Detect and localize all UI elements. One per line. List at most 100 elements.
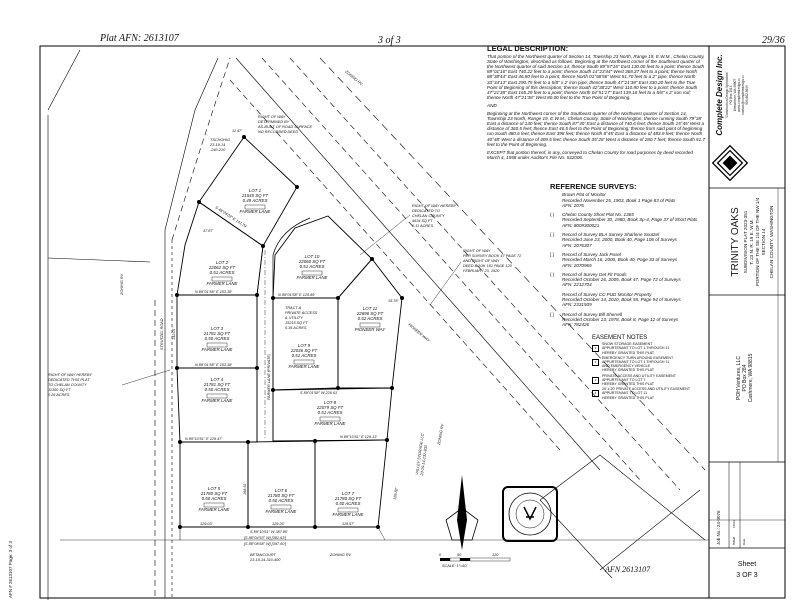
svg-text:PRIVATE ACCESS: PRIVATE ACCESS	[285, 311, 318, 315]
survey-symbol	[550, 192, 562, 208]
survey-recorded: Recorded October 13, 1978, Book 8, Page …	[562, 316, 679, 322]
svg-text:22062 SQ FT: 22062 SQ FT	[208, 265, 236, 270]
svg-text:"Construction Design Specialis: "Construction Design Specialists"	[725, 71, 729, 118]
svg-text:0.49 ACRES: 0.49 ACRES	[243, 198, 268, 203]
svg-text:LOT 11: LOT 11	[363, 306, 378, 311]
survey-recorded: Recorded March 16, 2000, Book 40, Page 3…	[562, 257, 678, 263]
svg-text:129.03': 129.03'	[200, 522, 213, 526]
svg-text:21781 SQ FT: 21781 SQ FT	[203, 331, 231, 336]
reference-survey-item: { } Record of Survey BLA Survey Sharlene…	[550, 232, 708, 248]
svg-text:47.87': 47.87'	[203, 229, 214, 233]
legal-description-title: LEGAL DESCRIPTION:	[487, 44, 569, 53]
svg-text:N 89°01'58" E 153.38': N 89°01'58" E 153.38'	[195, 290, 232, 294]
afn-footer: AFN 2613107	[605, 565, 651, 574]
svg-text:SECTION 14: SECTION 14	[761, 228, 766, 255]
svg-text:22079 SQ FT: 22079 SQ FT	[316, 405, 344, 410]
svg-text:FINAL: FINAL	[732, 519, 736, 528]
svg-text:Cashmere, WA 98815: Cashmere, WA 98815	[748, 353, 754, 402]
survey-name: Record of Survey Bill Sherrell	[562, 311, 622, 317]
svg-text:Date: Date	[742, 538, 746, 545]
survey-name: Brown Plat of Monitor	[562, 192, 606, 198]
svg-text:0.26 ACRES: 0.26 ACRES	[48, 393, 70, 397]
easement-line: HEREBY GRANTED THIS PLAT	[602, 368, 655, 373]
strutzel-road	[47, 49, 231, 600]
svg-text:BETANCOURT: BETANCOURT	[250, 553, 276, 557]
strutzel-road-label: STRUTZEL ROAD	[160, 318, 164, 350]
survey-name: Record of Survey CC PUD Monitor Property	[562, 291, 652, 297]
svg-text:21780 SQ FT: 21780 SQ FT	[200, 491, 228, 496]
svg-text:21545 SQ FT: 21545 SQ FT	[241, 193, 269, 198]
easement-number-box: 1	[592, 345, 599, 353]
north-arrow	[445, 475, 479, 550]
svg-text:0.11 ACRES: 0.11 ACRES	[412, 224, 434, 228]
company-logo	[711, 144, 749, 182]
svg-text:DEDICATED THIS PLAT: DEDICATED THIS PLAT	[48, 378, 90, 382]
plat-afn-header: Plat AFN: 2613107	[100, 33, 179, 44]
farmer-lane-label: FARMER LANE (PRIVATE)	[267, 353, 271, 400]
svg-text:0.35 ACRES: 0.35 ACRES	[285, 326, 307, 330]
easement-line: SNOW STORAGE EASEMENT	[602, 342, 653, 347]
svg-text:PO Box 1914: PO Box 1914	[729, 85, 733, 104]
survey-recorded: Recorded June 23, 2000, Book 40, Page 10…	[562, 237, 677, 243]
survey-recorded: Recorded October 26, 2005, Book 47, Page…	[562, 277, 681, 283]
svg-text:LOT 3: LOT 3	[211, 326, 224, 331]
svg-text:FARMER LANE: FARMER LANE	[333, 512, 364, 517]
svg-text:N 89°10'51" E 129.47': N 89°10'51" E 129.47'	[185, 437, 222, 441]
survey-monuments	[175, 135, 404, 529]
svg-text:PER SURVEY BOOK 47 PAGE 72: PER SURVEY BOOK 47 PAGE 72	[463, 254, 522, 258]
survey-afn: AFN: 2212704	[562, 282, 592, 288]
sheet-label: Sheet	[738, 561, 756, 568]
svg-text:22696 SQ FT: 22696 SQ FT	[356, 311, 384, 316]
svg-text:22036 SQ FT: 22036 SQ FT	[290, 348, 318, 353]
svg-text:FEBRUARY 23, 1920: FEBRUARY 23, 1920	[463, 269, 500, 273]
easement-line: EMERGENCY TURN AROUND EASEMENT	[602, 355, 674, 360]
svg-text:N 89°01'58" E 153.38': N 89°01'58" E 153.38'	[195, 363, 232, 367]
svg-text:POH Ventures, LLC: POH Ventures, LLC	[736, 356, 742, 400]
easement-number-box: 3	[592, 376, 599, 384]
reference-surveys-title: REFERENCE SURVEYS:	[550, 182, 637, 191]
svg-text:LOT 6: LOT 6	[275, 488, 288, 493]
survey-name: Record of Survey Jack Pusel	[562, 251, 621, 257]
svg-text:PO Box 284: PO Box 284	[742, 364, 748, 391]
svg-text:LOT 2: LOT 2	[216, 260, 229, 265]
reference-surveys: REFERENCE SURVEYS: Brown Plat of Monitor…	[550, 182, 708, 332]
easement-line: APPURTENANT TO LOT 7	[602, 377, 646, 382]
svg-text:120: 120	[492, 553, 499, 557]
svg-text:21780 SQ FT: 21780 SQ FT	[334, 496, 362, 501]
survey-afn: AFN: 782426	[562, 322, 590, 328]
svg-text:RIGHT OF WAY HEREBY: RIGHT OF WAY HEREBY	[412, 204, 456, 208]
reference-survey-item: Brown Plat of Monitor Recorded November …	[550, 192, 708, 208]
easement-notes-title: EASEMENT NOTES	[592, 335, 648, 341]
svg-text:509.662.3699: 509.662.3699	[745, 85, 749, 105]
svg-text:TSCHOHIG: TSCHOHIG	[210, 138, 230, 142]
easement-number-box: 4	[592, 390, 599, 398]
svg-text:60: 60	[457, 553, 462, 557]
easement-line: PRIVATE ACCESS AND UTILITY EASEMENT	[602, 373, 676, 378]
lot-10-boundary	[272, 215, 373, 299]
svg-text:0.50 ACRES: 0.50 ACRES	[205, 336, 230, 341]
svg-text:11300 SQ FT: 11300 SQ FT	[48, 388, 71, 392]
survey-afn: AFN: 2076307	[562, 242, 592, 248]
svg-text:11.47': 11.47'	[232, 129, 242, 133]
svg-text:PIONEER WAY: PIONEER WAY	[355, 327, 387, 332]
svg-text:FARMER LANE: FARMER LANE	[297, 275, 328, 280]
zoning-label: ZONING RV	[437, 423, 445, 446]
svg-text:N 89°10'51" E 129.13': N 89°10'51" E 129.13'	[340, 435, 377, 439]
svg-text:169.82': 169.82'	[393, 487, 399, 500]
reference-survey-item: Record of Survey CC PUD Monitor Property…	[550, 292, 708, 308]
svg-text:FARMER LANE: FARMER LANE	[202, 398, 233, 403]
legal-paragraph: That portion of the Northwest quarter of…	[487, 54, 705, 100]
survey-name: Record of Survey BLA Survey Sharlene Snu…	[562, 232, 660, 238]
easement-line: HEREBY GRANTED THIS PLAT	[602, 350, 655, 355]
svg-text:168.51': 168.51'	[243, 482, 247, 495]
survey-afn: AFN: 8009300021	[562, 222, 600, 228]
